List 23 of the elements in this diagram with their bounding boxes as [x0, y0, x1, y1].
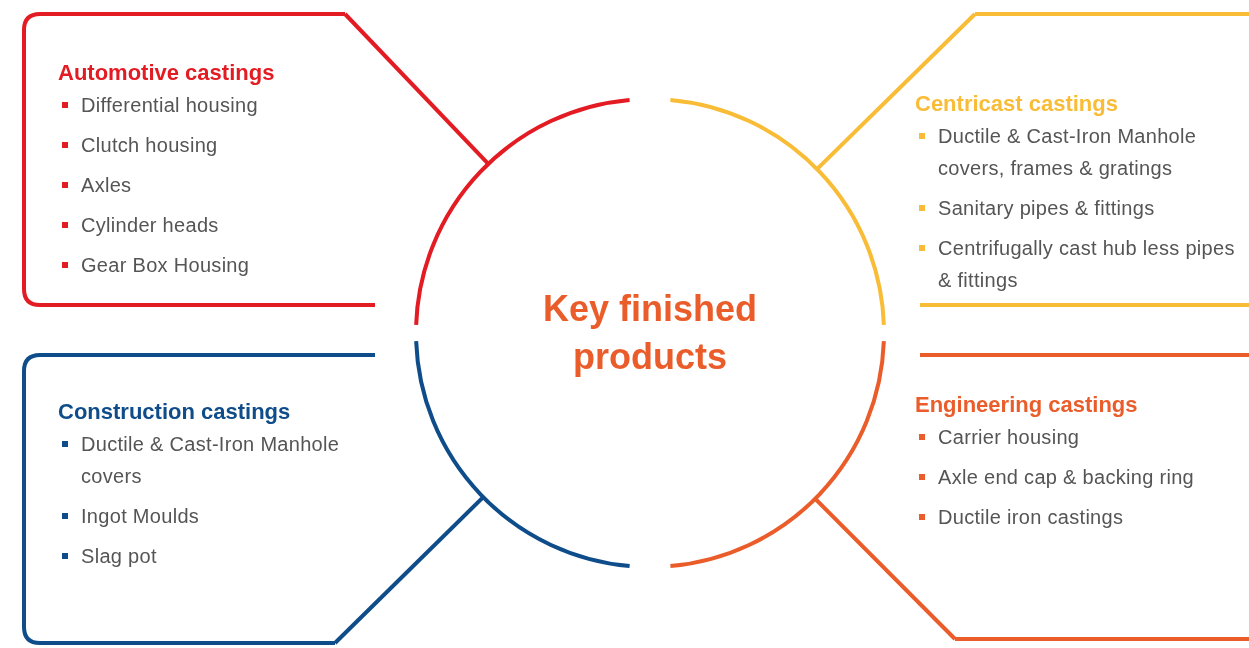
list-item: Centrifugally cast hub less pipes & fittings [915, 232, 1245, 296]
list-item: Ductile & Cast-Iron Manhole covers [58, 428, 388, 492]
category-heading: Construction castings [58, 398, 292, 426]
list-item: Gear Box Housing [58, 249, 388, 281]
category-heading: Engineering castings [915, 391, 1139, 419]
category-heading: Centricast castings [915, 90, 1119, 118]
list-item: Clutch housing [58, 129, 388, 161]
list-item: Ductile & Cast-Iron Manhole covers, frames & gratings [915, 120, 1245, 184]
list-item: Ingot Moulds [58, 500, 388, 532]
list-item: Differential housing [58, 89, 388, 121]
connector-line [815, 12, 977, 171]
list-item: Sanitary pipes & fittings [915, 192, 1245, 224]
list-item: Carrier housing [915, 421, 1245, 453]
list-item: Axles [58, 169, 388, 201]
list-item: Axle end cap & backing ring [915, 461, 1245, 493]
list-item: Cylinder heads [58, 209, 388, 241]
list-item: Ductile iron castings [915, 501, 1245, 533]
connector-line [813, 497, 957, 641]
connector-line [333, 495, 485, 645]
category-heading: Automotive castings [58, 59, 276, 87]
connector-line [343, 12, 490, 166]
list-item: Slag pot [58, 540, 388, 572]
center-title: Key finished products [541, 287, 759, 379]
